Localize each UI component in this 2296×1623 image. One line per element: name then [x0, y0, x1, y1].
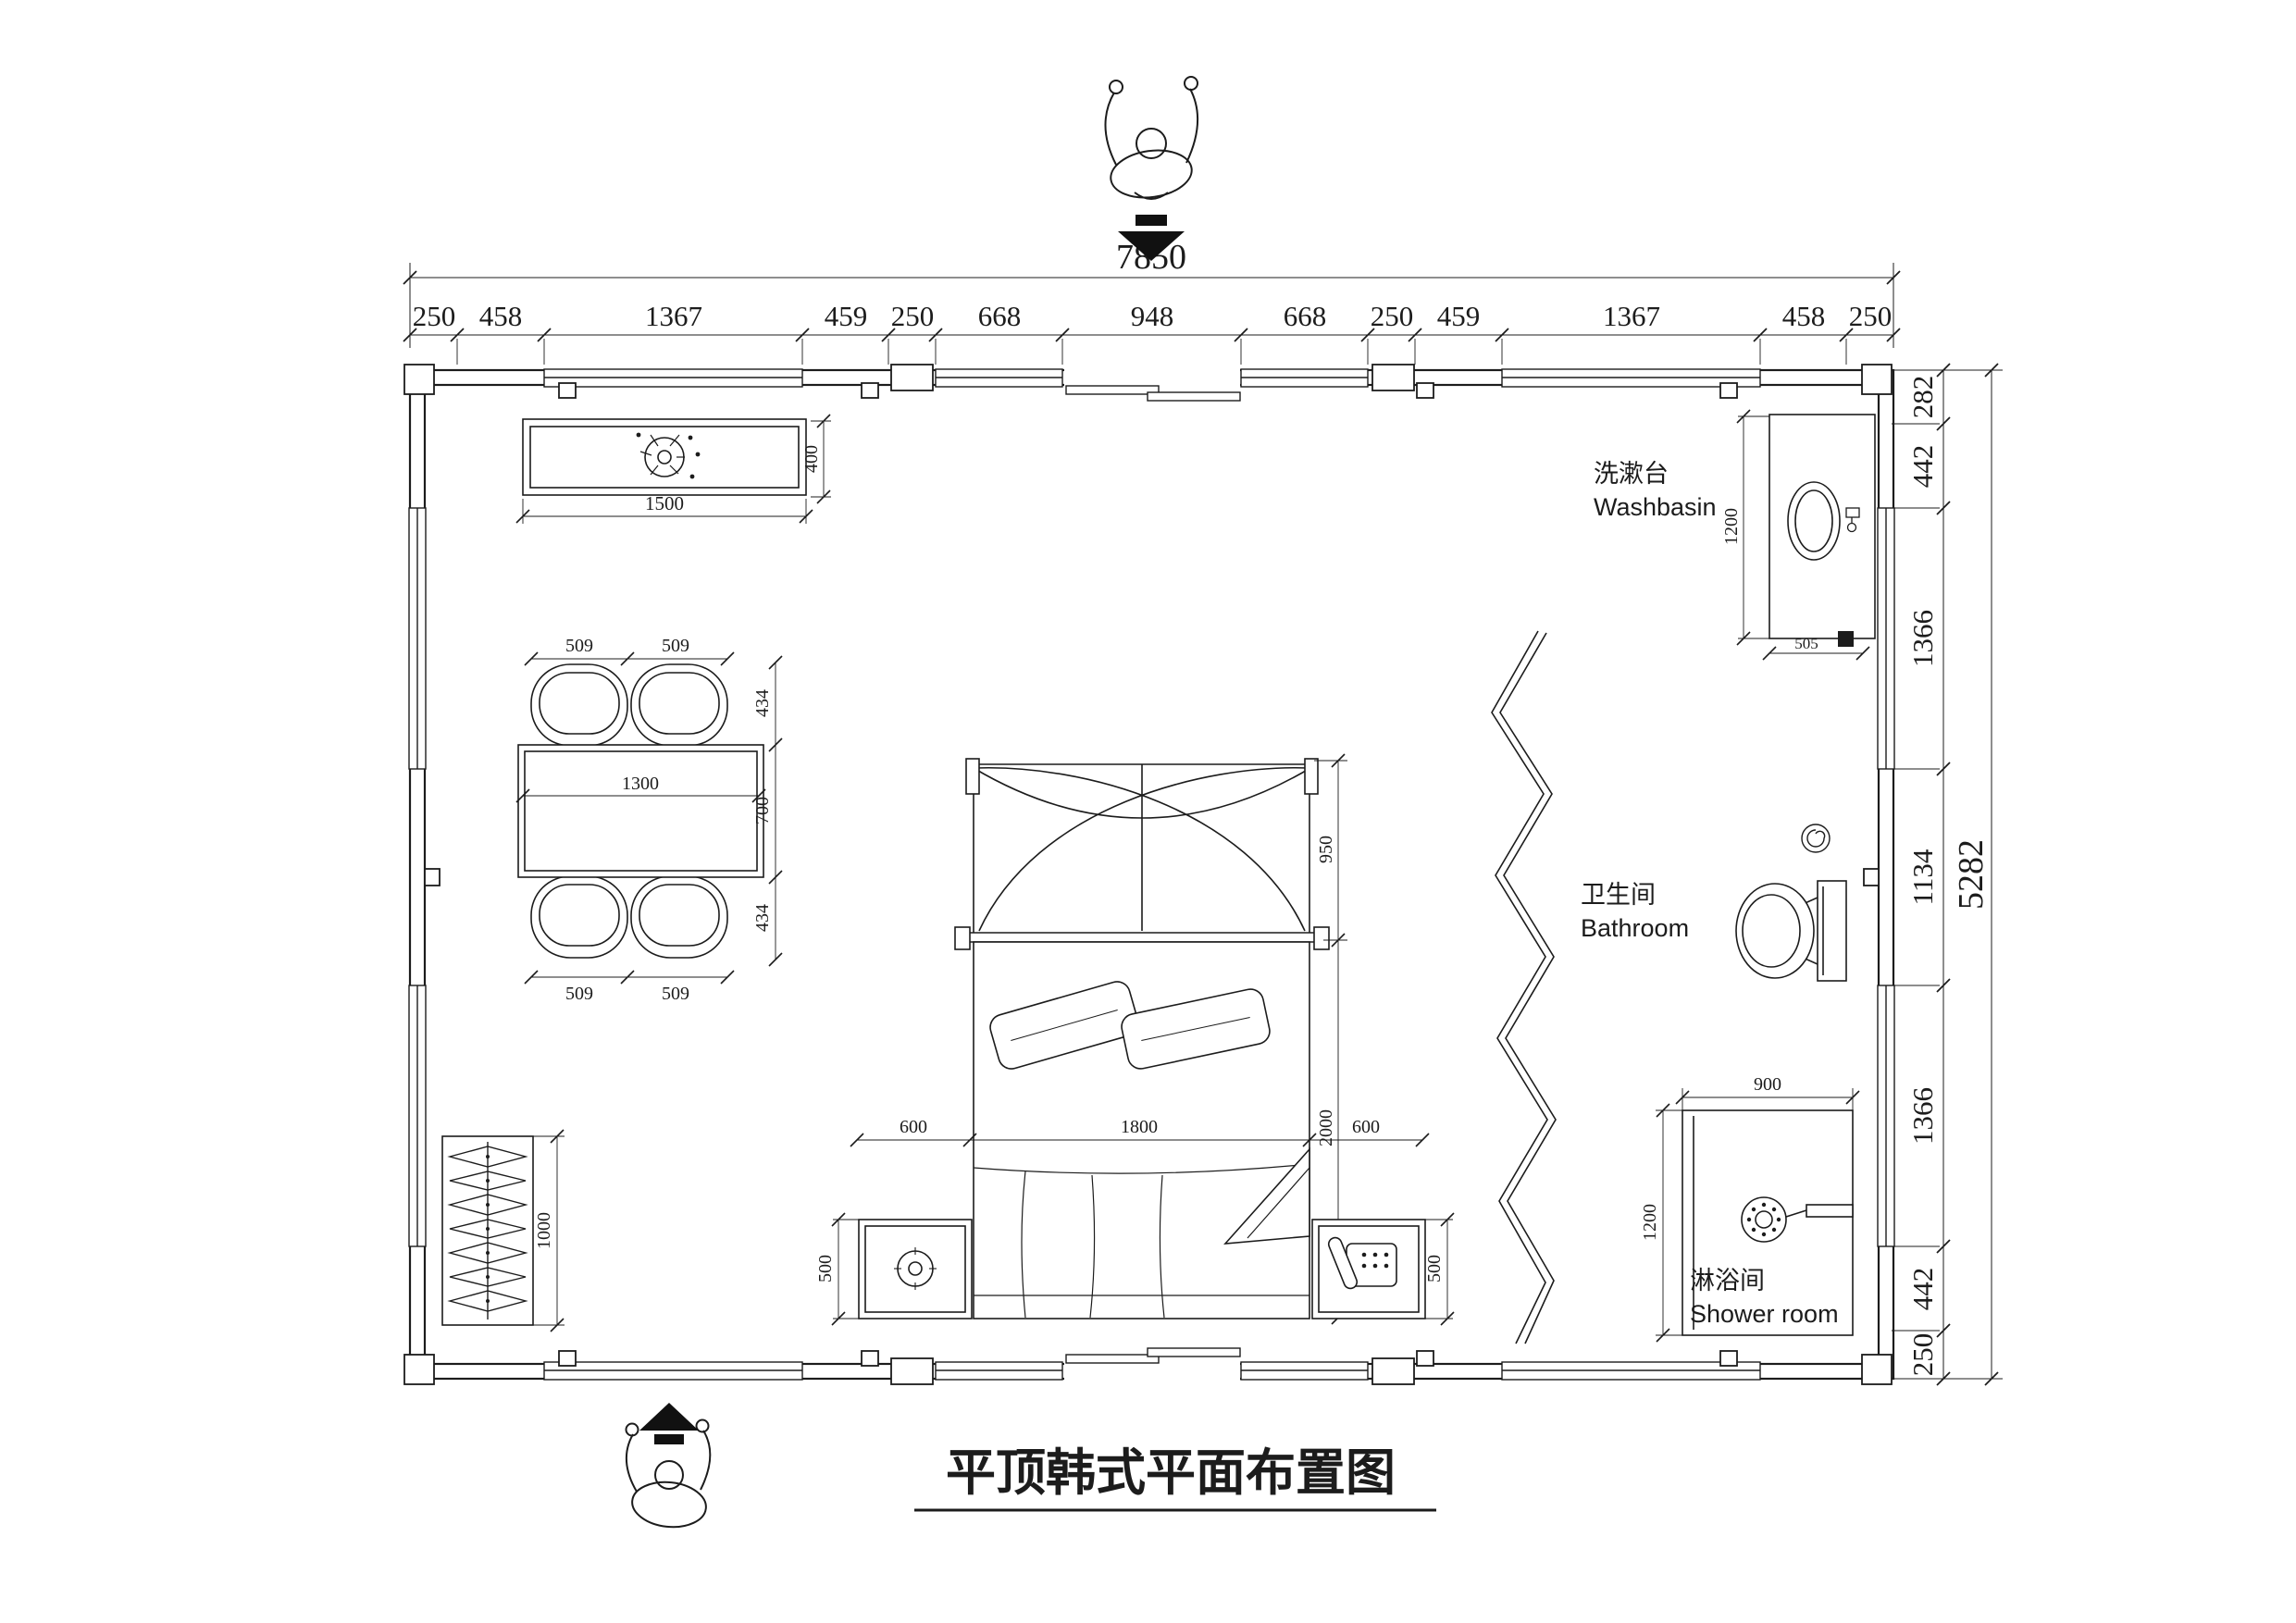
faucet-icon — [1845, 507, 1860, 533]
dim-table-side-2: 700 — [752, 797, 773, 824]
dim-tv-width: 1500 — [645, 492, 684, 514]
blanket-fold — [1223, 1146, 1310, 1245]
dim-right-total: 5282 — [1952, 839, 1991, 910]
dim-wardrobe — [533, 1129, 565, 1332]
dim-nightstand-left: 500 — [815, 1255, 836, 1282]
dim-washbasin — [1736, 409, 1870, 661]
dim-right-seg-3: 1134 — [1906, 849, 1939, 905]
dim-top-seg-8: 250 — [1371, 300, 1414, 332]
dim-shower-width: 900 — [1754, 1074, 1781, 1095]
dim-right-seg-6: 250 — [1906, 1333, 1939, 1377]
dim-nightstands — [831, 1212, 1455, 1326]
chair-bottom-left — [530, 875, 628, 959]
chair-bottom-right — [630, 875, 728, 959]
label-bathroom-zh: 卫生间 — [1581, 881, 1656, 910]
bed-canopy — [954, 758, 1330, 950]
label-washbasin-zh: 洗漱台 — [1594, 460, 1669, 489]
drawing-title: 平顶韩式平面布置图 — [946, 1443, 1396, 1502]
dim-bed-left: 600 — [900, 1117, 927, 1137]
dim-seat-top-2: 509 — [662, 636, 689, 656]
dining-table — [517, 744, 764, 878]
dimension-right — [1891, 363, 2003, 1386]
floor-drain-spiral — [1801, 824, 1831, 853]
dim-dining — [515, 651, 783, 985]
dim-bed-length: 2000 — [1316, 1109, 1336, 1146]
dim-bed-width: 1800 — [1121, 1117, 1158, 1137]
dim-top-seg-5: 668 — [978, 300, 1022, 332]
dim-right-seg-4: 1366 — [1906, 1087, 1939, 1145]
dim-table-side-3: 434 — [752, 904, 773, 932]
coat-rack — [441, 1135, 534, 1326]
dim-tv — [515, 414, 831, 524]
dim-top-seg-3: 459 — [825, 300, 868, 332]
dimension-top — [403, 263, 1901, 365]
floor-drain-square — [1838, 631, 1854, 647]
dim-basin-length: 1200 — [1721, 508, 1742, 545]
dining-set — [517, 663, 764, 959]
dim-bed-head: 950 — [1316, 836, 1336, 863]
dim-top-seg-0: 250 — [413, 300, 456, 332]
dim-shower — [1656, 1088, 1860, 1343]
entry-arrow-top — [1118, 215, 1185, 261]
dim-right-seg-5: 442 — [1906, 1268, 1939, 1311]
dim-table-side-1: 434 — [752, 689, 773, 717]
dim-right-seg-2: 1366 — [1906, 610, 1939, 667]
dim-top-seg-12: 250 — [1849, 300, 1893, 332]
bed — [973, 941, 1310, 1319]
chair-top-right — [630, 663, 728, 747]
columns — [403, 364, 1893, 1385]
dim-bed-right: 600 — [1352, 1117, 1380, 1137]
dim-right-seg-1: 442 — [1906, 445, 1939, 489]
label-shower-en: Shower room — [1690, 1300, 1839, 1328]
entry-door-top — [1064, 368, 1241, 402]
dim-table-width: 1300 — [622, 774, 659, 794]
label-bathroom-en: Bathroom — [1581, 914, 1689, 942]
dim-wardrobe-height: 1000 — [534, 1212, 554, 1249]
pillow-left — [989, 981, 1139, 1070]
label-washbasin-en: Washbasin — [1594, 493, 1717, 521]
dim-top-seg-9: 459 — [1437, 300, 1481, 332]
toilet — [1735, 880, 1847, 982]
label-shower-zh: 淋浴间 — [1690, 1267, 1765, 1295]
dim-nightstand-right: 500 — [1424, 1255, 1445, 1282]
dim-top-seg-1: 458 — [479, 300, 523, 332]
dim-seat-top-1: 509 — [565, 636, 593, 656]
zigzag-partition — [1491, 630, 1557, 1344]
entry-arrow-bottom — [639, 1403, 699, 1444]
dim-seat-bottom-2: 509 — [662, 984, 689, 1004]
shower-room — [1682, 1109, 1854, 1336]
dim-top-seg-7: 668 — [1284, 300, 1327, 332]
windows — [408, 368, 1895, 1381]
dim-seat-bottom-1: 509 — [565, 984, 593, 1004]
dim-top-seg-11: 458 — [1782, 300, 1826, 332]
dim-basin-width: 505 — [1794, 635, 1818, 652]
nightstand-left — [858, 1219, 973, 1319]
dim-shower-depth: 1200 — [1640, 1204, 1660, 1241]
telephone-icon — [1327, 1236, 1397, 1290]
dim-top-seg-4: 250 — [891, 300, 935, 332]
chair-top-left — [530, 663, 628, 747]
person-top-figure — [1104, 76, 1199, 200]
dim-top-seg-2: 1367 — [645, 300, 702, 332]
washbasin — [1769, 414, 1876, 639]
nightstand-right — [1311, 1219, 1426, 1319]
pillow-right — [1121, 988, 1271, 1070]
dim-tv-depth: 400 — [801, 445, 822, 473]
tv-cabinet — [522, 418, 807, 496]
dim-top-seg-10: 1367 — [1603, 300, 1660, 332]
person-bottom-figure — [625, 1419, 712, 1529]
dim-right-seg-0: 282 — [1906, 376, 1939, 419]
dim-top-seg-6: 948 — [1131, 300, 1174, 332]
entry-door-bottom — [1064, 1347, 1241, 1381]
